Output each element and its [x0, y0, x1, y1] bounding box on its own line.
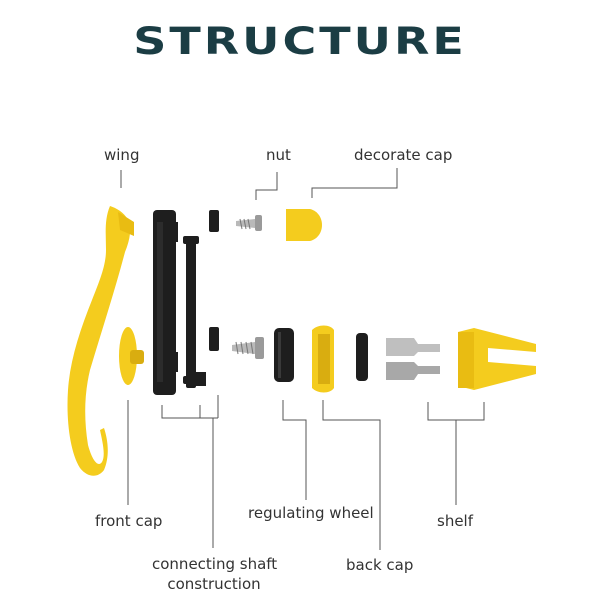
- leader-lines: [120, 168, 485, 550]
- base-plate-part: [153, 210, 178, 395]
- front-cap-part: [119, 327, 144, 385]
- connecting-shaft-part: [183, 236, 206, 388]
- wing-part: [67, 206, 131, 476]
- connecting-shaft-label-line1: connecting shaft: [152, 555, 278, 573]
- lower-screw-part: [232, 337, 264, 359]
- decorate-cap-label: decorate cap: [354, 146, 453, 164]
- connecting-shaft-label-line2: construction: [167, 575, 261, 593]
- upper-block-part: [209, 210, 219, 232]
- upper-screw-part: [236, 215, 262, 231]
- wing-label: wing: [104, 146, 140, 164]
- front-cap-label: front cap: [95, 512, 163, 530]
- regulating-wheel-part: [274, 328, 294, 382]
- wing-tab: [118, 212, 134, 236]
- back-cap-label: back cap: [346, 556, 414, 574]
- regulating-wheel-label: regulating wheel: [248, 504, 374, 522]
- shelf-part: [458, 328, 536, 390]
- metal-clip-part: [386, 338, 440, 380]
- shelf-bracket: [427, 402, 485, 421]
- nut-label: nut: [266, 146, 291, 164]
- diagram-title: STRUCTURE: [133, 18, 467, 64]
- ring-part: [356, 333, 368, 381]
- shelf-label: shelf: [437, 512, 473, 530]
- decorate-cap-leader: [311, 168, 398, 198]
- back-cap-part: [312, 325, 334, 393]
- regulating-wheel-leader: [282, 400, 307, 500]
- decorate-cap-part: [286, 209, 322, 241]
- lower-block-part: [209, 327, 219, 351]
- back-cap-leader: [322, 400, 381, 550]
- connecting-shaft-label: connecting shaft construction: [152, 555, 278, 593]
- nut-leader: [255, 172, 278, 200]
- shaft-bracket: [161, 405, 218, 419]
